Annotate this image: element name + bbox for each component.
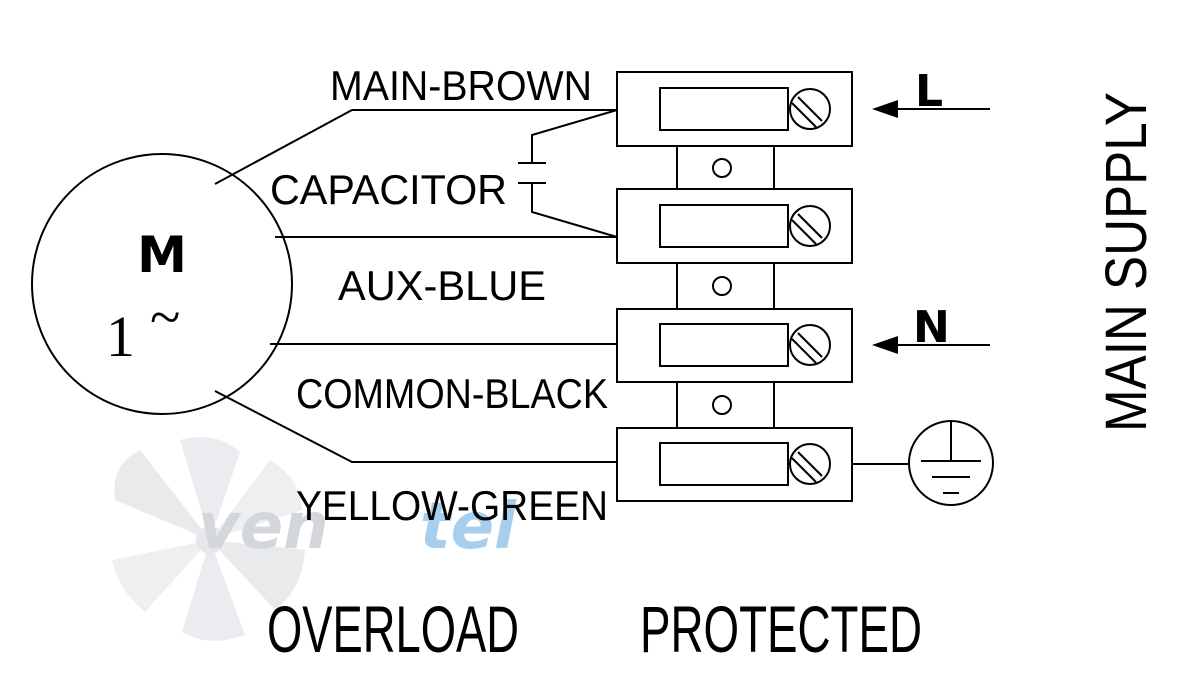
fan-icon bbox=[112, 436, 305, 641]
arrow-live bbox=[872, 100, 990, 118]
label-main-brown: MAIN-BROWN bbox=[330, 62, 592, 109]
label-live: L bbox=[915, 66, 943, 117]
label-yellow-green: YELLOW-GREEN bbox=[296, 482, 608, 529]
terminal-3 bbox=[616, 308, 853, 383]
terminal-4 bbox=[616, 427, 853, 502]
label-overload: OVERLOAD bbox=[267, 592, 519, 666]
watermark-logo: ven tel bbox=[112, 436, 517, 641]
motor-letter: M bbox=[137, 226, 187, 284]
watermark-brand-b: tel bbox=[420, 490, 517, 564]
capacitor-symbol bbox=[518, 109, 618, 238]
wire-main-brown bbox=[214, 109, 617, 185]
label-neutral: N bbox=[913, 302, 950, 353]
terminal-block bbox=[616, 71, 853, 502]
motor-tilde: ~ bbox=[150, 287, 180, 349]
label-aux-blue: AUX-BLUE bbox=[338, 262, 546, 309]
label-capacitor: CAPACITOR bbox=[270, 166, 507, 213]
arrow-neutral bbox=[872, 336, 990, 354]
terminal-2 bbox=[616, 188, 853, 264]
motor-circle bbox=[31, 153, 293, 415]
terminal-1 bbox=[616, 71, 853, 147]
wire-yellow-green bbox=[214, 390, 617, 463]
label-main-supply: MAIN SUPPLY bbox=[1094, 92, 1159, 432]
earth-icon bbox=[908, 420, 994, 506]
label-common-black: COMMON-BLACK bbox=[296, 370, 608, 417]
motor-phase: 1 bbox=[106, 304, 135, 369]
watermark-brand-a: ven bbox=[198, 490, 329, 564]
label-protected: PROTECTED bbox=[640, 592, 922, 666]
